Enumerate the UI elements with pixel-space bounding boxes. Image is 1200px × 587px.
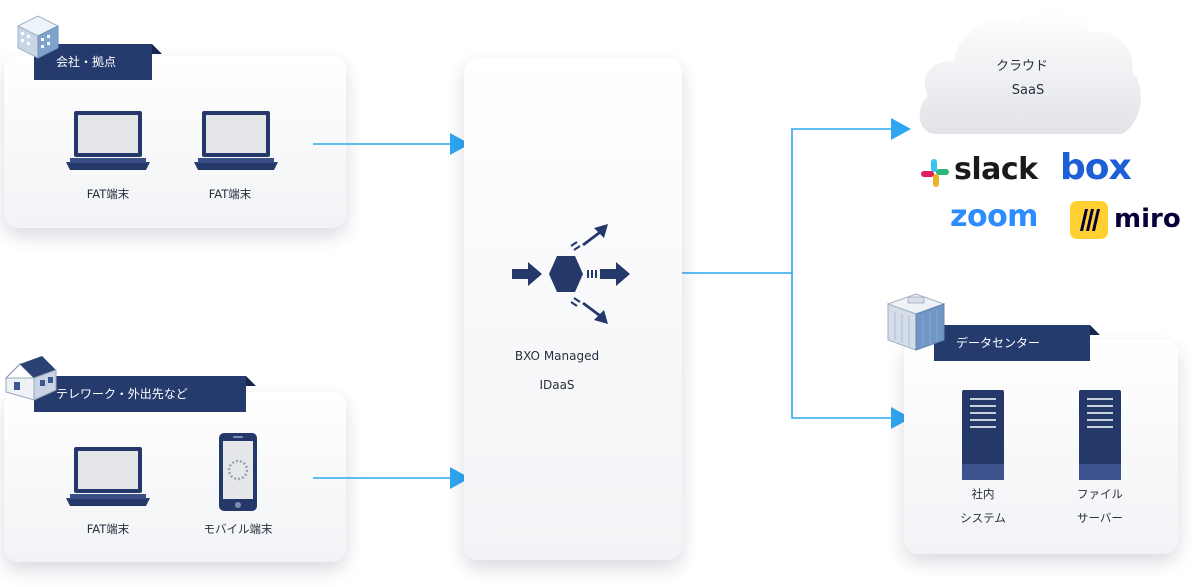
office-device-2-label: FAT端末 xyxy=(208,187,252,201)
datacenter-building-icon xyxy=(886,293,946,351)
office-panel xyxy=(4,56,346,228)
idaas-panel xyxy=(464,58,682,560)
hub-title-line2: IDaaS xyxy=(539,378,575,392)
smartphone-icon xyxy=(219,433,257,511)
idaas-hub-icon xyxy=(512,224,630,324)
office-building-icon xyxy=(16,15,60,59)
datacenter-label-fold xyxy=(1090,325,1100,335)
server-1-label-line1: 社内 xyxy=(971,487,995,501)
laptop-icon xyxy=(66,111,150,170)
remote-device-1-label: FAT端末 xyxy=(86,522,130,536)
remote-label-fold xyxy=(246,376,256,386)
miro-logo-icon xyxy=(1070,201,1108,239)
datacenter-panel xyxy=(904,340,1178,554)
slack-logo: slack xyxy=(954,152,1038,187)
cloud-subtitle: SaaS xyxy=(1011,83,1045,98)
cloud-title: クラウド xyxy=(995,59,1048,74)
zoom-logo: zoom xyxy=(950,199,1038,234)
server-2-label-line1: ファイル xyxy=(1077,487,1123,501)
remote-label: テレワーク・外出先など xyxy=(34,376,246,412)
miro-logo: miro xyxy=(1114,204,1181,234)
hub-title-line1: BXO Managed xyxy=(514,349,600,363)
slack-logo-icon xyxy=(921,159,949,187)
laptop-icon xyxy=(66,447,150,506)
office-device-1-label: FAT端末 xyxy=(86,187,130,201)
office-label-fold xyxy=(152,44,162,54)
remote-panel xyxy=(4,392,346,562)
datacenter-label: データセンター xyxy=(934,325,1090,361)
remote-device-2-label: モバイル端末 xyxy=(203,522,273,536)
box-logo: box xyxy=(1060,147,1132,188)
laptop-icon xyxy=(194,111,278,170)
server-icon xyxy=(1079,390,1121,480)
server-icon xyxy=(962,390,1004,480)
cloud-icon xyxy=(919,9,1141,135)
server-1-label-line2: システム xyxy=(960,511,1006,525)
house-icon xyxy=(4,356,57,401)
server-2-label-line2: サーバー xyxy=(1077,511,1123,525)
